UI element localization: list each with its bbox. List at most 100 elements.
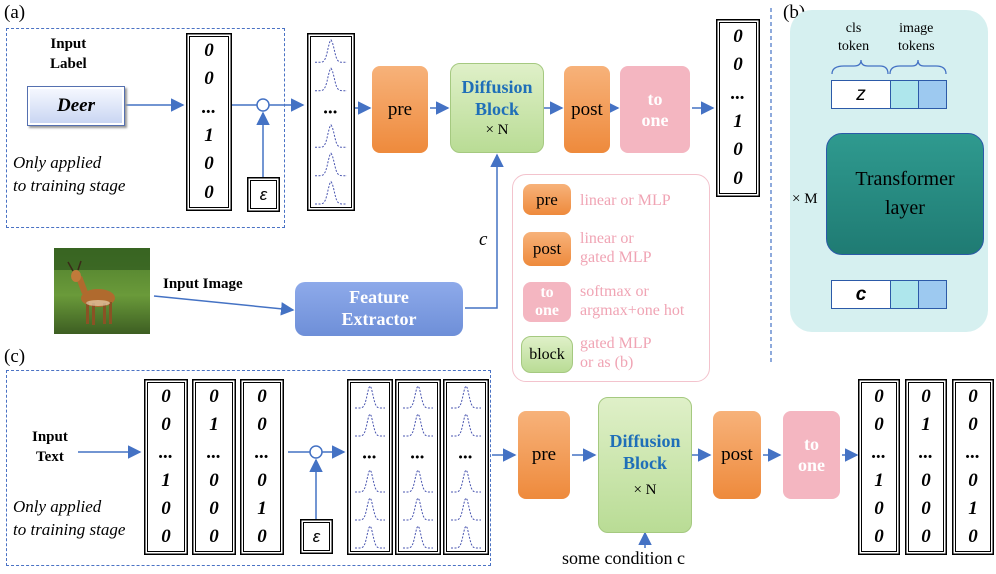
pre-block-c: pre (518, 411, 570, 499)
panel-c-label: (c) (4, 346, 26, 367)
post-label-a: post (571, 98, 603, 120)
pre-label-c: pre (531, 444, 557, 465)
gaussian-curve (355, 497, 385, 521)
vector-cell: 0 (874, 498, 884, 519)
vector-cell: 0 (968, 470, 978, 491)
vector-cell: 0 (209, 526, 219, 547)
vector-cell: 0 (921, 386, 931, 407)
vector-cell: 1 (204, 125, 214, 147)
vector-cell: ... (254, 442, 270, 463)
ellipsis-mark: ... (459, 443, 473, 464)
legend-block-swatch: block (521, 336, 573, 373)
vector-cell: 0 (733, 139, 743, 161)
image-token-1 (890, 80, 919, 109)
output-image-token-2 (918, 280, 947, 309)
gaussian-curves: ... (403, 385, 433, 549)
gaussian-curve (355, 385, 385, 409)
vector-cell: 0 (874, 386, 884, 407)
gaussian-curve (355, 413, 385, 437)
vector-cell: 0 (209, 386, 219, 407)
ellipsis-mark: ... (324, 98, 338, 119)
to-one-block-c: to one (783, 411, 840, 499)
legend-post-key: post (532, 239, 562, 258)
post-label-c: post (721, 444, 753, 465)
vector-cell: 0 (733, 54, 743, 76)
vector-cell: ... (918, 442, 934, 463)
ellipsis-mark: ... (411, 443, 425, 464)
diffusion-block-label-a: Diffusion Block (461, 76, 533, 119)
only-applied-note-a: Only applied to training stage (13, 153, 126, 195)
vector-cell: 1 (161, 470, 171, 491)
post-block-a: post (564, 66, 610, 153)
token-braces (831, 59, 947, 75)
gaussian-curve (451, 385, 481, 409)
vector-cell: 0 (733, 26, 743, 48)
deer-label: Deer (57, 95, 95, 116)
onehot-vector-a: 0 0 ... 1 0 0 (189, 36, 229, 208)
diffusion-block-label-c: Diffusion Block (609, 430, 681, 473)
noisy-vector-a: ... (310, 36, 352, 208)
output-vector-a: 0 0 ... 1 0 0 (719, 22, 757, 194)
some-condition-label: some condition c (562, 548, 685, 568)
training-stage-region-c (6, 370, 491, 566)
gaussian-curve (355, 469, 385, 493)
vector-cell: 0 (968, 414, 978, 435)
gaussian-curve (355, 525, 385, 549)
vector-cell: 1 (874, 470, 884, 491)
legend-block-key: block (529, 345, 565, 363)
vector-cell: ... (730, 82, 746, 104)
legend-pre-key: pre (536, 189, 558, 209)
epsilon-box-c: ε (303, 522, 330, 551)
vector-cell: 0 (968, 526, 978, 547)
c-token: c (831, 280, 891, 309)
gaussian-curve (315, 180, 347, 205)
post-block-c: post (713, 411, 761, 499)
legend-pre-desc: linear or MLP (580, 192, 671, 209)
legend-to-one-desc: softmax or argmax+one hot (580, 283, 685, 320)
gaussian-curves: ... (451, 385, 481, 549)
output-vector-c-2: 0 1 ... 0 0 0 (908, 382, 944, 552)
legend-block-desc: gated MLP or as (b) (580, 335, 652, 372)
image-tokens-label: image tokens (898, 21, 935, 54)
diffusion-block-a: Diffusion Block × N (450, 63, 544, 153)
deer-photo (54, 248, 150, 334)
pre-block-a: pre (372, 66, 428, 153)
times-m-label: × M (792, 191, 818, 207)
gaussian-curve (451, 497, 481, 521)
legend-post-desc: linear or gated MLP (580, 230, 652, 267)
gaussian-curve (451, 469, 481, 493)
vector-cell: 0 (874, 414, 884, 435)
vector-cell: 0 (257, 386, 267, 407)
input-label-title: Input Label (50, 36, 87, 72)
pre-label-a: pre (387, 98, 413, 120)
vector-cell: ... (158, 442, 174, 463)
panel-a-label: (a) (4, 2, 26, 23)
vector-cell: 0 (257, 414, 267, 435)
onehot-vector-c-1: 0 0 ... 1 0 0 (147, 382, 185, 552)
legend-post-swatch: post (523, 232, 571, 266)
feature-extractor-block: Feature Extractor (295, 282, 463, 336)
gaussian-curve (315, 39, 347, 63)
gaussian-curve (315, 152, 347, 177)
cls-token-label: cls token (838, 21, 870, 54)
legend-pre-swatch: pre (523, 184, 571, 215)
gaussian-curves: ... (355, 385, 385, 549)
output-vector-c-3: 0 0 ... 0 1 0 (955, 382, 991, 552)
vector-cell: 0 (204, 181, 214, 203)
input-image-label: Input Image (163, 276, 243, 292)
transformer-layer-block: Transformer layer (826, 133, 984, 255)
times-n-c: × N (633, 482, 657, 499)
condition-c-label: c (479, 229, 488, 250)
ellipsis-mark: ... (363, 443, 377, 464)
vector-cell: 0 (733, 167, 743, 189)
gaussian-curve (451, 525, 481, 549)
vector-cell: 1 (733, 111, 743, 133)
vector-cell: 0 (204, 68, 214, 90)
vector-cell: 1 (257, 498, 267, 519)
vector-cell: 1 (209, 414, 219, 435)
gaussian-curves: ... (315, 39, 347, 205)
vector-cell: 0 (209, 470, 219, 491)
gaussian-curve (403, 497, 433, 521)
vector-cell: 0 (161, 498, 171, 519)
gaussian-curve (315, 124, 347, 148)
